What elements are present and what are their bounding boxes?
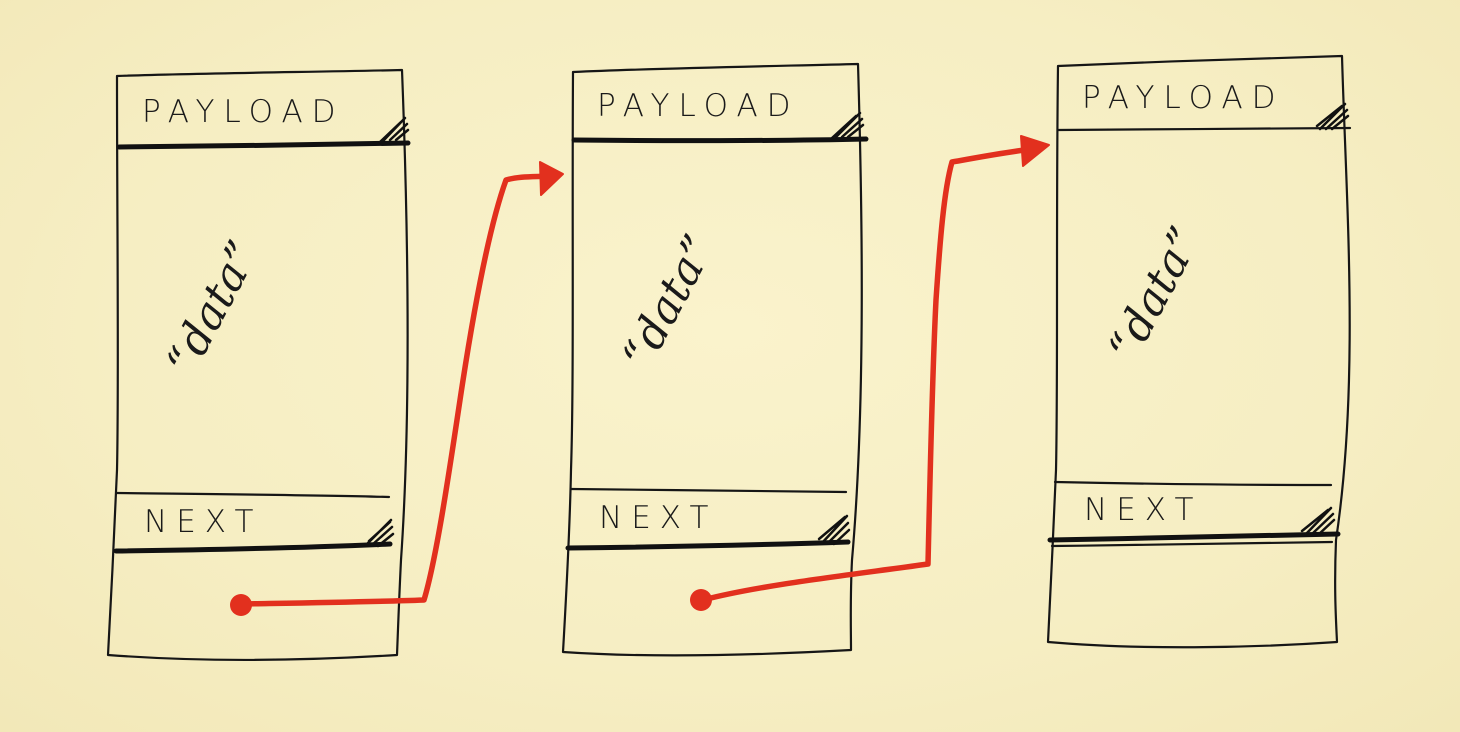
node-3: PAYLOAD NEXT “data”	[1046, 54, 1352, 649]
node-3-data-label: “data”	[1099, 219, 1211, 369]
node-1-next-hatch	[364, 518, 395, 548]
node-3-header-divider	[1056, 126, 1352, 132]
node-1-next-bottom-divider	[113, 541, 393, 554]
node-2: PAYLOAD NEXT “data”	[561, 62, 869, 657]
node-1-payload-label: PAYLOAD	[142, 94, 345, 130]
node-3-payload-label: PAYLOAD	[1082, 80, 1285, 116]
node-2-header-divider	[571, 136, 869, 144]
node-2-outline	[561, 62, 863, 657]
node-2-payload-label: PAYLOAD	[597, 88, 800, 124]
node-3-header-hatch	[1315, 102, 1350, 131]
node-2-header-hatch	[830, 111, 865, 140]
node-1: PAYLOAD NEXT “data”	[106, 68, 411, 661]
node-2-next-bottom-divider	[565, 539, 851, 551]
node-1-header-divider	[116, 140, 411, 150]
edge-node-2-to-node-3	[690, 135, 1050, 611]
node-3-next-hatch	[1300, 506, 1336, 537]
edge-node-1-to-node-2	[230, 161, 564, 616]
edge-1-arrow-line	[240, 173, 555, 607]
node-3-next-top-divider	[1053, 480, 1333, 487]
edge-1-arrowhead	[539, 161, 564, 196]
edge-2-arrowhead	[1020, 135, 1050, 167]
node-1-outline	[106, 68, 409, 661]
node-2-next-label: NEXT	[599, 500, 717, 536]
node-1-data-label: “data”	[157, 233, 269, 383]
node-1-next-label: NEXT	[144, 504, 262, 540]
node-3-outline	[1046, 54, 1351, 649]
node-2-data-label: “data”	[613, 227, 725, 377]
node-3-next-bottom-divider-2	[1050, 540, 1334, 548]
node-2-next-top-divider	[569, 487, 848, 494]
node-3-next-label: NEXT	[1084, 492, 1202, 528]
edge-2-arrow-line	[700, 145, 1043, 603]
node-1-next-top-divider	[115, 491, 391, 499]
node-2-next-hatch	[817, 514, 851, 546]
node-1-header-hatch	[378, 116, 410, 144]
node-3-next-bottom-divider	[1047, 531, 1341, 543]
